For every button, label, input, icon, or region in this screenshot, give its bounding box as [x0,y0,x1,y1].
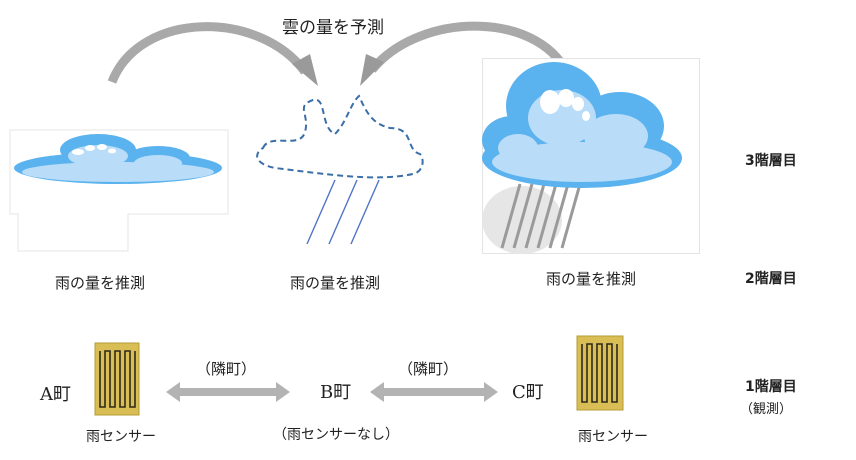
sensor-label-b: （雨センサーなし） [273,427,399,443]
left-cloud-icon [14,134,222,184]
predicted-cloud-outline [256,94,424,245]
neighbor-label-right: （隣町） [398,360,459,378]
estimate-label-b: 雨の量を推測 [290,274,381,292]
rain-line [350,179,380,245]
estimate-label-c: 雨の量を推測 [546,270,637,288]
left-arrowhead [292,54,318,86]
estimate-label-a: 雨の量を推測 [55,274,146,292]
rain-line [306,179,336,245]
rain-line [328,179,358,245]
town-b: B町 [320,382,352,403]
sensor-label-c: 雨センサー [578,429,648,445]
right-cloud-panel [482,58,700,254]
neighbor-label-left: （隣町） [196,360,257,378]
sensor-icon-a [94,342,140,416]
level1-label: 1階層目 [745,379,797,395]
right-arrowhead [360,54,384,86]
heavy-rain-lines [500,183,582,249]
town-c: C町 [512,382,544,403]
left-cloud-panel [9,129,229,252]
level2-label: 2階層目 [745,271,797,287]
town-a: A町 [40,384,71,405]
right-curved-arrow [368,21,575,82]
right-cloud-icon [482,62,682,188]
level1-sublabel: （観測） [740,402,793,417]
neighbor-arrow-right [370,382,498,402]
cloud-prediction-label: 雲の量を予測 [282,18,384,38]
left-curved-arrow [107,22,309,84]
level3-label: 3階層目 [745,153,797,169]
sensor-label-a: 雨センサー [86,429,156,445]
sensor-icon-c [576,335,624,411]
prediction-arrows [107,21,575,86]
neighbor-arrow-left [166,382,290,402]
